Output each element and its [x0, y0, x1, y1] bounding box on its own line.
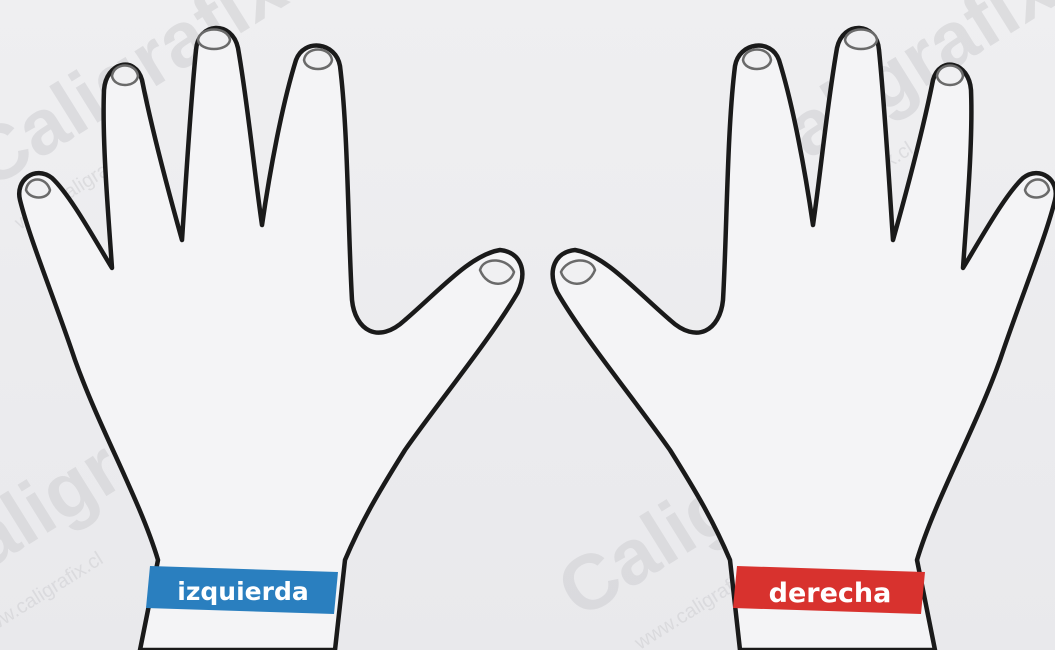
right-ring-nail — [937, 66, 963, 86]
right-pinky-nail — [1025, 180, 1049, 198]
left-pinky-nail — [26, 180, 50, 198]
left-index-nail — [304, 50, 332, 70]
left-ring-nail — [112, 66, 138, 86]
right-band-label: derecha — [769, 578, 892, 609]
right-middle-nail — [845, 30, 877, 50]
left-middle-nail — [198, 30, 230, 50]
right-index-nail — [743, 50, 771, 70]
left-band-label: izquierda — [177, 577, 308, 606]
